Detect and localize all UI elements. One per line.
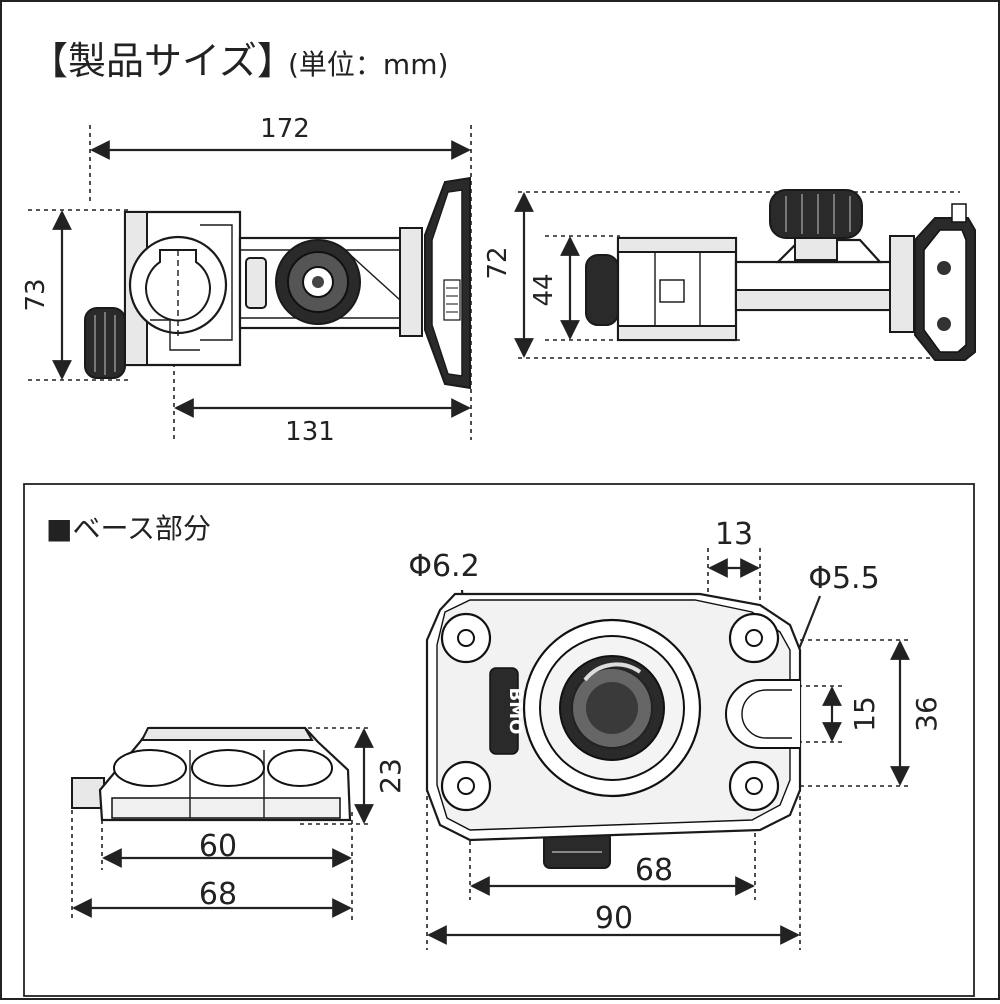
base-section-heading: ■ベース部分 bbox=[46, 512, 211, 545]
dim-label-13: 13 bbox=[715, 517, 753, 552]
dim-label-15: 15 bbox=[848, 696, 881, 732]
arm-side bbox=[734, 189, 896, 312]
brand-logo-text: BMO bbox=[505, 688, 526, 735]
dim-label-172: 172 bbox=[260, 114, 310, 144]
base-top-view: Φ6.2 13 Φ5.5 15 36 68 90 bbox=[408, 517, 943, 950]
dim-label-68-side: 68 bbox=[199, 877, 237, 912]
rail-clamp-side bbox=[616, 236, 738, 342]
dim-label-68-top: 68 bbox=[635, 853, 673, 888]
side-view: 72 44 bbox=[483, 189, 976, 361]
dim-label-73: 73 bbox=[21, 278, 51, 311]
clamp-knob-side bbox=[585, 254, 619, 326]
mount-plate-top bbox=[424, 176, 471, 390]
dim-label-90: 90 bbox=[595, 901, 633, 936]
rail-clamp-top bbox=[123, 210, 242, 367]
top-view: 172 73 131 bbox=[21, 114, 472, 447]
clamp-knob-top bbox=[84, 307, 126, 379]
center-socket bbox=[522, 618, 702, 798]
mount-holes bbox=[440, 612, 780, 812]
dim-label-44: 44 bbox=[529, 273, 559, 306]
base-side-view: 23 60 68 bbox=[71, 726, 407, 920]
dim-label-72: 72 bbox=[483, 246, 513, 279]
brand-logo: BMO bbox=[489, 667, 526, 755]
dim-label-phi55: Φ5.5 bbox=[808, 561, 879, 596]
dim-label-131: 131 bbox=[285, 417, 335, 447]
dim-label-23: 23 bbox=[374, 758, 407, 794]
dim-label-phi62: Φ6.2 bbox=[408, 549, 479, 584]
base-section-frame bbox=[23, 483, 975, 997]
dim-label-36: 36 bbox=[910, 696, 943, 732]
page-title: 【製品サイズ】 bbox=[30, 39, 295, 83]
mount-base-side bbox=[889, 203, 976, 361]
arm-top bbox=[238, 227, 423, 337]
dim-label-60: 60 bbox=[199, 829, 237, 864]
unit-note: (単位：mm) bbox=[288, 48, 448, 81]
